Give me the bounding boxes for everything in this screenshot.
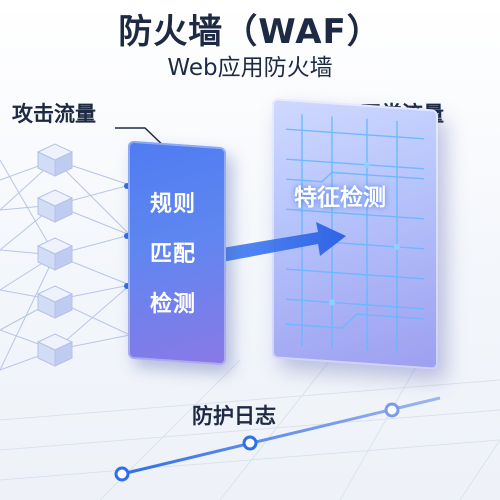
panel-item-match: 匹配 bbox=[150, 242, 197, 267]
traffic-node-1 bbox=[36, 143, 74, 177]
panel-item-rules: 规则 bbox=[150, 192, 197, 217]
timeline-point bbox=[384, 402, 400, 418]
timeline-point bbox=[114, 466, 130, 482]
protection-log-label: 防护日志 bbox=[192, 404, 276, 428]
feature-detection-label: 特征检测 bbox=[294, 185, 386, 211]
traffic-node-3 bbox=[36, 237, 74, 271]
timeline-point bbox=[242, 435, 258, 451]
traffic-node-5 bbox=[36, 333, 74, 367]
page-subtitle: Web应用防火墙 bbox=[167, 55, 333, 81]
traffic-node-4 bbox=[36, 285, 74, 319]
attack-traffic-label: 攻击流量 bbox=[12, 102, 96, 126]
page-title: 防火墙（WAF） bbox=[118, 12, 382, 52]
traffic-node-2 bbox=[36, 189, 74, 223]
panel-item-detect: 检测 bbox=[150, 292, 197, 317]
